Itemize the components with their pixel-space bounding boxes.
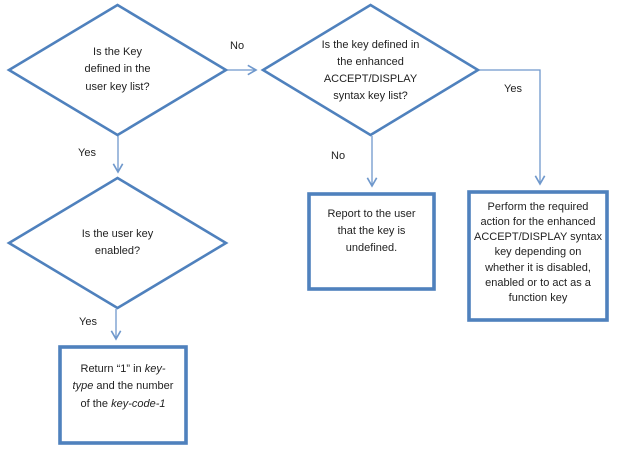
decision-user-key-enabled-shape	[6, 176, 229, 310]
edge-label-no-to-report: No	[331, 150, 346, 162]
edge-label-yes-to-return: Yes	[79, 316, 97, 328]
edge-label-yes-to-enabled: Yes	[78, 147, 96, 159]
edge-label-yes-to-perform: Yes	[504, 83, 522, 95]
edge-label-no-to-enhanced: No	[230, 40, 245, 52]
decision-user-key-list-shape	[6, 3, 229, 137]
process-report-undefined-shape	[307, 192, 436, 291]
connector-yes-to-perform	[478, 69, 546, 186]
process-perform-action-shape	[467, 190, 609, 322]
decision-enhanced-syntax-shape	[260, 3, 481, 137]
process-return-key-type-shape	[58, 345, 188, 445]
